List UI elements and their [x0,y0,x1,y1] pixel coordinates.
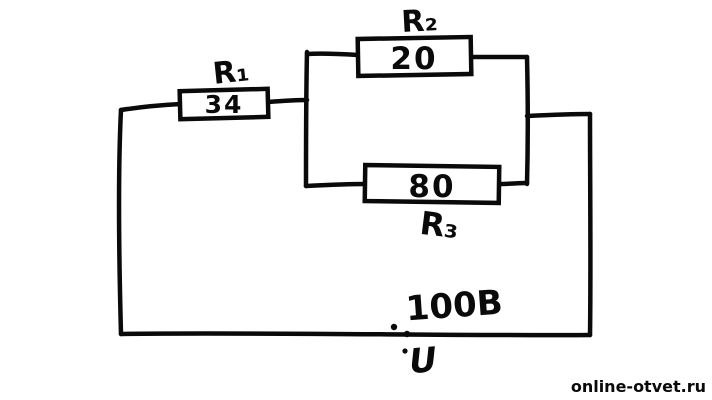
wire-top-left [118,101,184,113]
resistor-r1: R₁ 34 [177,53,271,122]
resistor-r3: 80 R₃ [362,162,502,246]
wire-r1-to-junction [265,97,310,105]
wire-parallel-left-vertical [303,49,310,189]
source-voltage-label: 100В [405,283,504,330]
wire-bottom-branch-right [496,180,530,187]
resistor-r2: R₂ 20 [355,3,474,79]
wire-left-vertical [116,107,124,337]
voltage-source: 100В U [390,283,504,382]
resistor-r2-value: 20 [390,41,437,77]
wire-parallel-right-vertical [524,54,530,187]
resistor-r3-value: 80 [408,169,455,205]
resistor-r2-label: R₂ [400,3,438,40]
source-terminal-dot-left [390,323,398,331]
resistor-r3-box [362,162,502,206]
source-symbol-label: U [408,340,439,382]
wire-top-branch-left [304,51,361,58]
resistor-r3-label: R₃ [418,204,461,246]
source-symbol-dot [402,348,408,354]
resistor-r2-box [355,34,474,79]
resistor-r1-label: R₁ [211,53,251,92]
source-terminal-dot-right [403,330,411,338]
resistor-r1-box [177,86,271,122]
wire-bottom-branch-left [303,181,368,189]
wire-right-link [524,111,593,119]
circuit-wires [116,49,593,338]
wire-bottom [118,331,593,338]
resistor-r1-value: 34 [205,90,244,119]
watermark-text: online-otvet.ru [571,377,706,396]
